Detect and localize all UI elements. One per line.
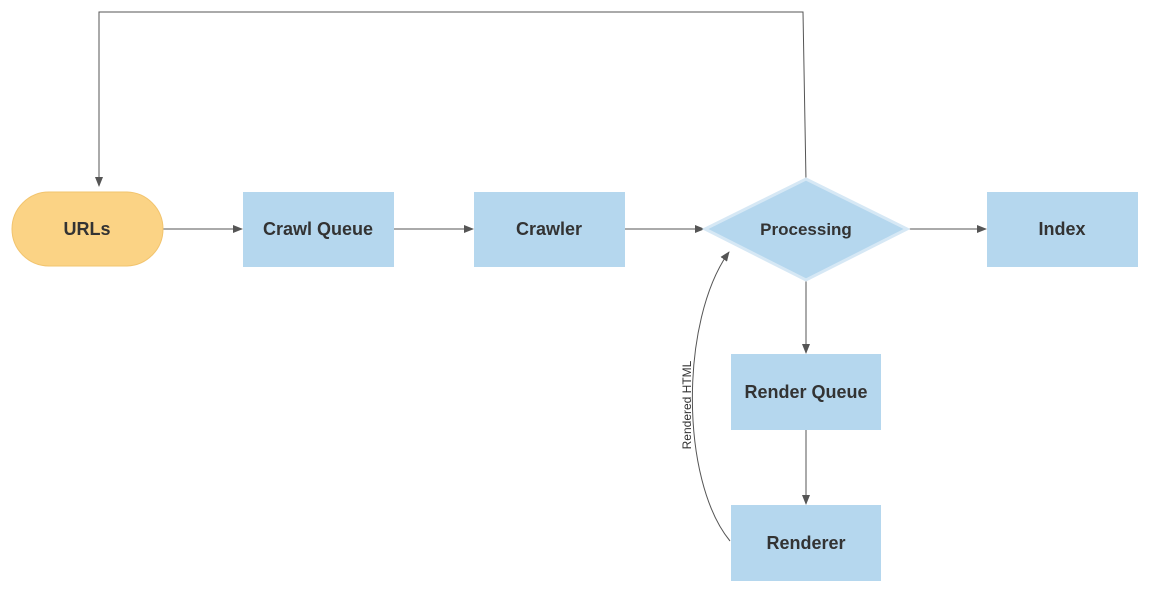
node-index[interactable]: Index xyxy=(987,192,1138,267)
process-shape xyxy=(987,192,1138,267)
terminal-shape xyxy=(11,191,164,267)
node-urls-label: URLs xyxy=(63,219,110,239)
node-renderer[interactable]: Renderer xyxy=(731,505,881,581)
edge-processing-to-urls xyxy=(95,11,807,187)
node-processing-label: Processing xyxy=(760,220,852,239)
node-crawler-label: Crawler xyxy=(516,219,582,239)
node-processing[interactable]: Processing xyxy=(701,177,911,282)
node-render-queue-label: Render Queue xyxy=(744,382,867,402)
node-crawl-queue[interactable]: Crawl Queue xyxy=(243,192,394,267)
node-urls[interactable]: URLs xyxy=(11,191,164,267)
process-shape xyxy=(474,192,625,267)
edge-label-rendered-html: Rendered HTML xyxy=(680,360,694,449)
node-crawler[interactable]: Crawler xyxy=(474,192,625,267)
edge-renderer-to-processing xyxy=(691,251,731,542)
node-crawl-queue-label: Crawl Queue xyxy=(263,219,373,239)
process-shape xyxy=(731,354,881,430)
node-render-queue[interactable]: Render Queue xyxy=(731,354,881,430)
node-index-label: Index xyxy=(1038,219,1085,239)
process-shape xyxy=(731,505,881,581)
process-shape xyxy=(243,192,394,267)
decision-shape xyxy=(701,177,911,282)
node-renderer-label: Renderer xyxy=(766,533,845,553)
